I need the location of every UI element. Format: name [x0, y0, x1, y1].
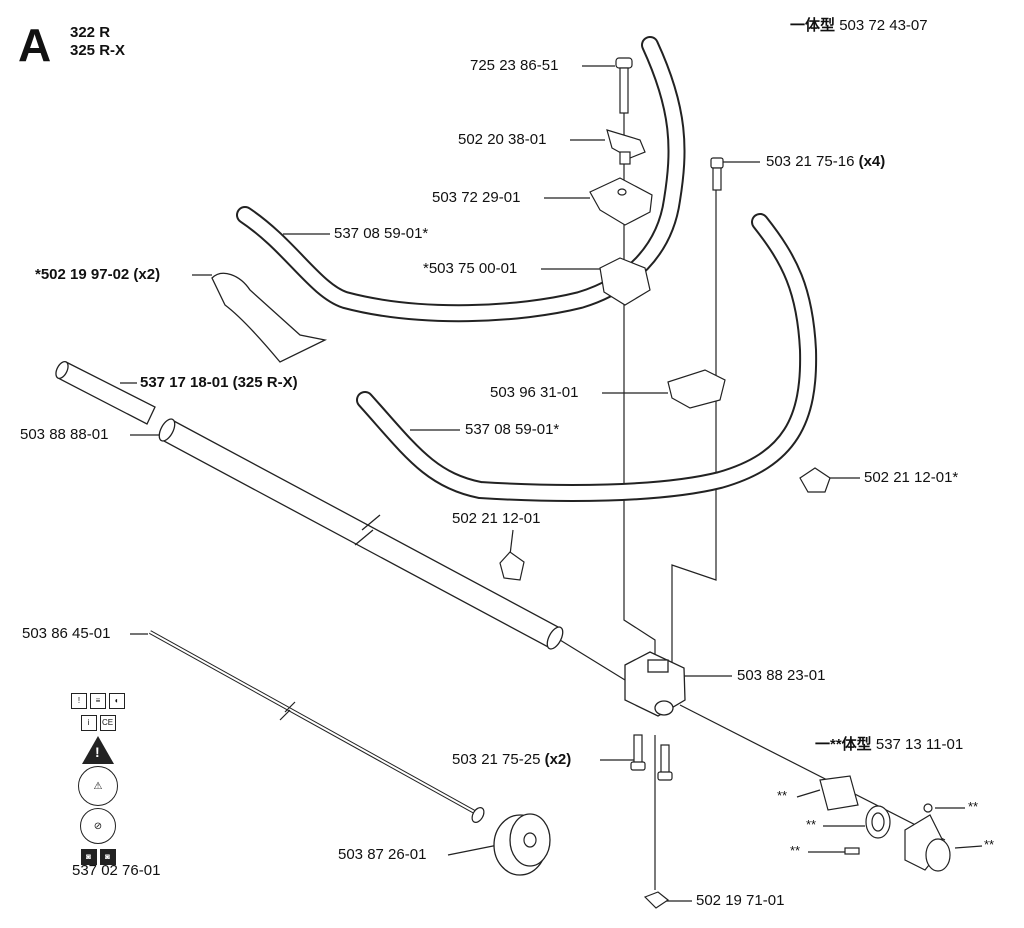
- part-label: 537 08 59-01*: [334, 225, 429, 242]
- leader-line: [796, 789, 821, 798]
- manual-icon: ≡: [90, 693, 106, 709]
- eye-protection-icon: ◙: [99, 849, 116, 865]
- knob-left: [499, 551, 525, 581]
- clutch-drum: [493, 813, 551, 876]
- part-number: 503 21 75-16: [766, 153, 855, 170]
- warning-icon: !: [71, 693, 87, 709]
- right-handle-bar-inner: [358, 215, 816, 500]
- part-label: 537 02 76-01: [72, 862, 161, 879]
- hearing-icon: ◙: [80, 849, 97, 865]
- part-label: 503 72 29-01: [432, 189, 521, 206]
- short-tube: [55, 361, 156, 425]
- grip-sleeve: [211, 272, 328, 363]
- drive-shaft: [149, 630, 485, 823]
- part-label: 503 88 88-01: [20, 426, 109, 443]
- assembly-prefix: 一**体型: [815, 736, 872, 753]
- assembly-label-top: 一体型 503 72 43-07: [790, 17, 928, 35]
- star-mark: **: [790, 843, 801, 858]
- part-label: *503 75 00-01: [423, 260, 518, 277]
- model-list: 322 R 325 R-X: [70, 24, 125, 60]
- bolt-top: [615, 57, 633, 114]
- assembly-part-number: 503 72 43-07: [839, 17, 928, 34]
- leader-line: [509, 529, 514, 556]
- part-label: 502 20 38-01: [458, 131, 547, 148]
- info-icon: i: [80, 715, 97, 731]
- part-label: 503 86 45-01: [22, 625, 111, 642]
- shaft-tube: [158, 418, 564, 650]
- part-label: 537 17 18-01 (325 R-X): [140, 374, 298, 391]
- part-label: 725 23 86-51: [470, 57, 559, 74]
- part-label: 502 21 12-01: [452, 510, 541, 527]
- clamp-top: [589, 177, 653, 226]
- axis-line: [559, 639, 626, 681]
- part-label: *502 19 97-02 (x2): [35, 266, 161, 283]
- warning-decal: ! ≡ ◐ i CE ⚠ ⊘ ◙ ◙: [70, 690, 126, 868]
- helmet-icon: ◐: [109, 693, 125, 709]
- part-label: 503 96 31-01: [490, 384, 579, 401]
- assembly-prefix: 一体型: [790, 17, 836, 34]
- part-label: 503 21 75-16 (x4): [766, 153, 885, 171]
- leader-line: [447, 844, 499, 856]
- assembly-label-bottom: 一**体型 537 13 11-01: [815, 736, 963, 754]
- screw-bottom-right: [657, 744, 673, 781]
- nut-plate: [643, 891, 670, 909]
- screw-bottom-left: [630, 734, 646, 771]
- part-quantity: (x2): [544, 751, 572, 768]
- part-label: 502 21 12-01*: [864, 469, 959, 486]
- decal-row: ! ≡ ◐: [70, 690, 126, 712]
- coupling-parts: [819, 775, 951, 872]
- star-mark: **: [806, 817, 817, 832]
- clamp-mid: [599, 257, 651, 306]
- knob-right: [799, 467, 831, 493]
- axis-line: [679, 704, 946, 841]
- screw-right: [710, 157, 724, 191]
- part-label: 503 87 26-01: [338, 846, 427, 863]
- shaft-clamp: [624, 651, 686, 717]
- model-name: 325 R-X: [70, 42, 126, 59]
- star-mark: **: [984, 837, 995, 852]
- warning-triangle-icon: [82, 736, 114, 764]
- part-label: 502 19 71-01: [696, 892, 785, 909]
- safety-circle-icon: ⊘: [80, 808, 116, 844]
- axis-line: [623, 80, 656, 665]
- section-letter: A: [18, 19, 52, 71]
- axis-line: [671, 190, 717, 662]
- safety-circle-icon: ⚠: [78, 766, 118, 806]
- wing-nut: [606, 129, 646, 165]
- left-handle-bar-inner: [238, 38, 684, 321]
- clip-part: [667, 369, 726, 409]
- leader-line: [954, 845, 983, 849]
- model-name: 322 R: [70, 24, 111, 41]
- ce-mark-icon: CE: [99, 715, 116, 731]
- decal-row: i CE: [70, 712, 126, 734]
- assembly-part-number: 537 13 11-01: [875, 736, 964, 753]
- part-label: 537 08 59-01*: [465, 421, 560, 438]
- decal-row: ◙ ◙: [70, 846, 126, 868]
- star-mark: **: [777, 788, 788, 803]
- part-label: 503 21 75-25 (x2): [452, 751, 571, 769]
- star-mark: **: [968, 799, 979, 814]
- part-number: 503 21 75-25: [452, 751, 541, 768]
- part-quantity: (x4): [858, 153, 886, 170]
- part-label: 503 88 23-01: [737, 667, 826, 684]
